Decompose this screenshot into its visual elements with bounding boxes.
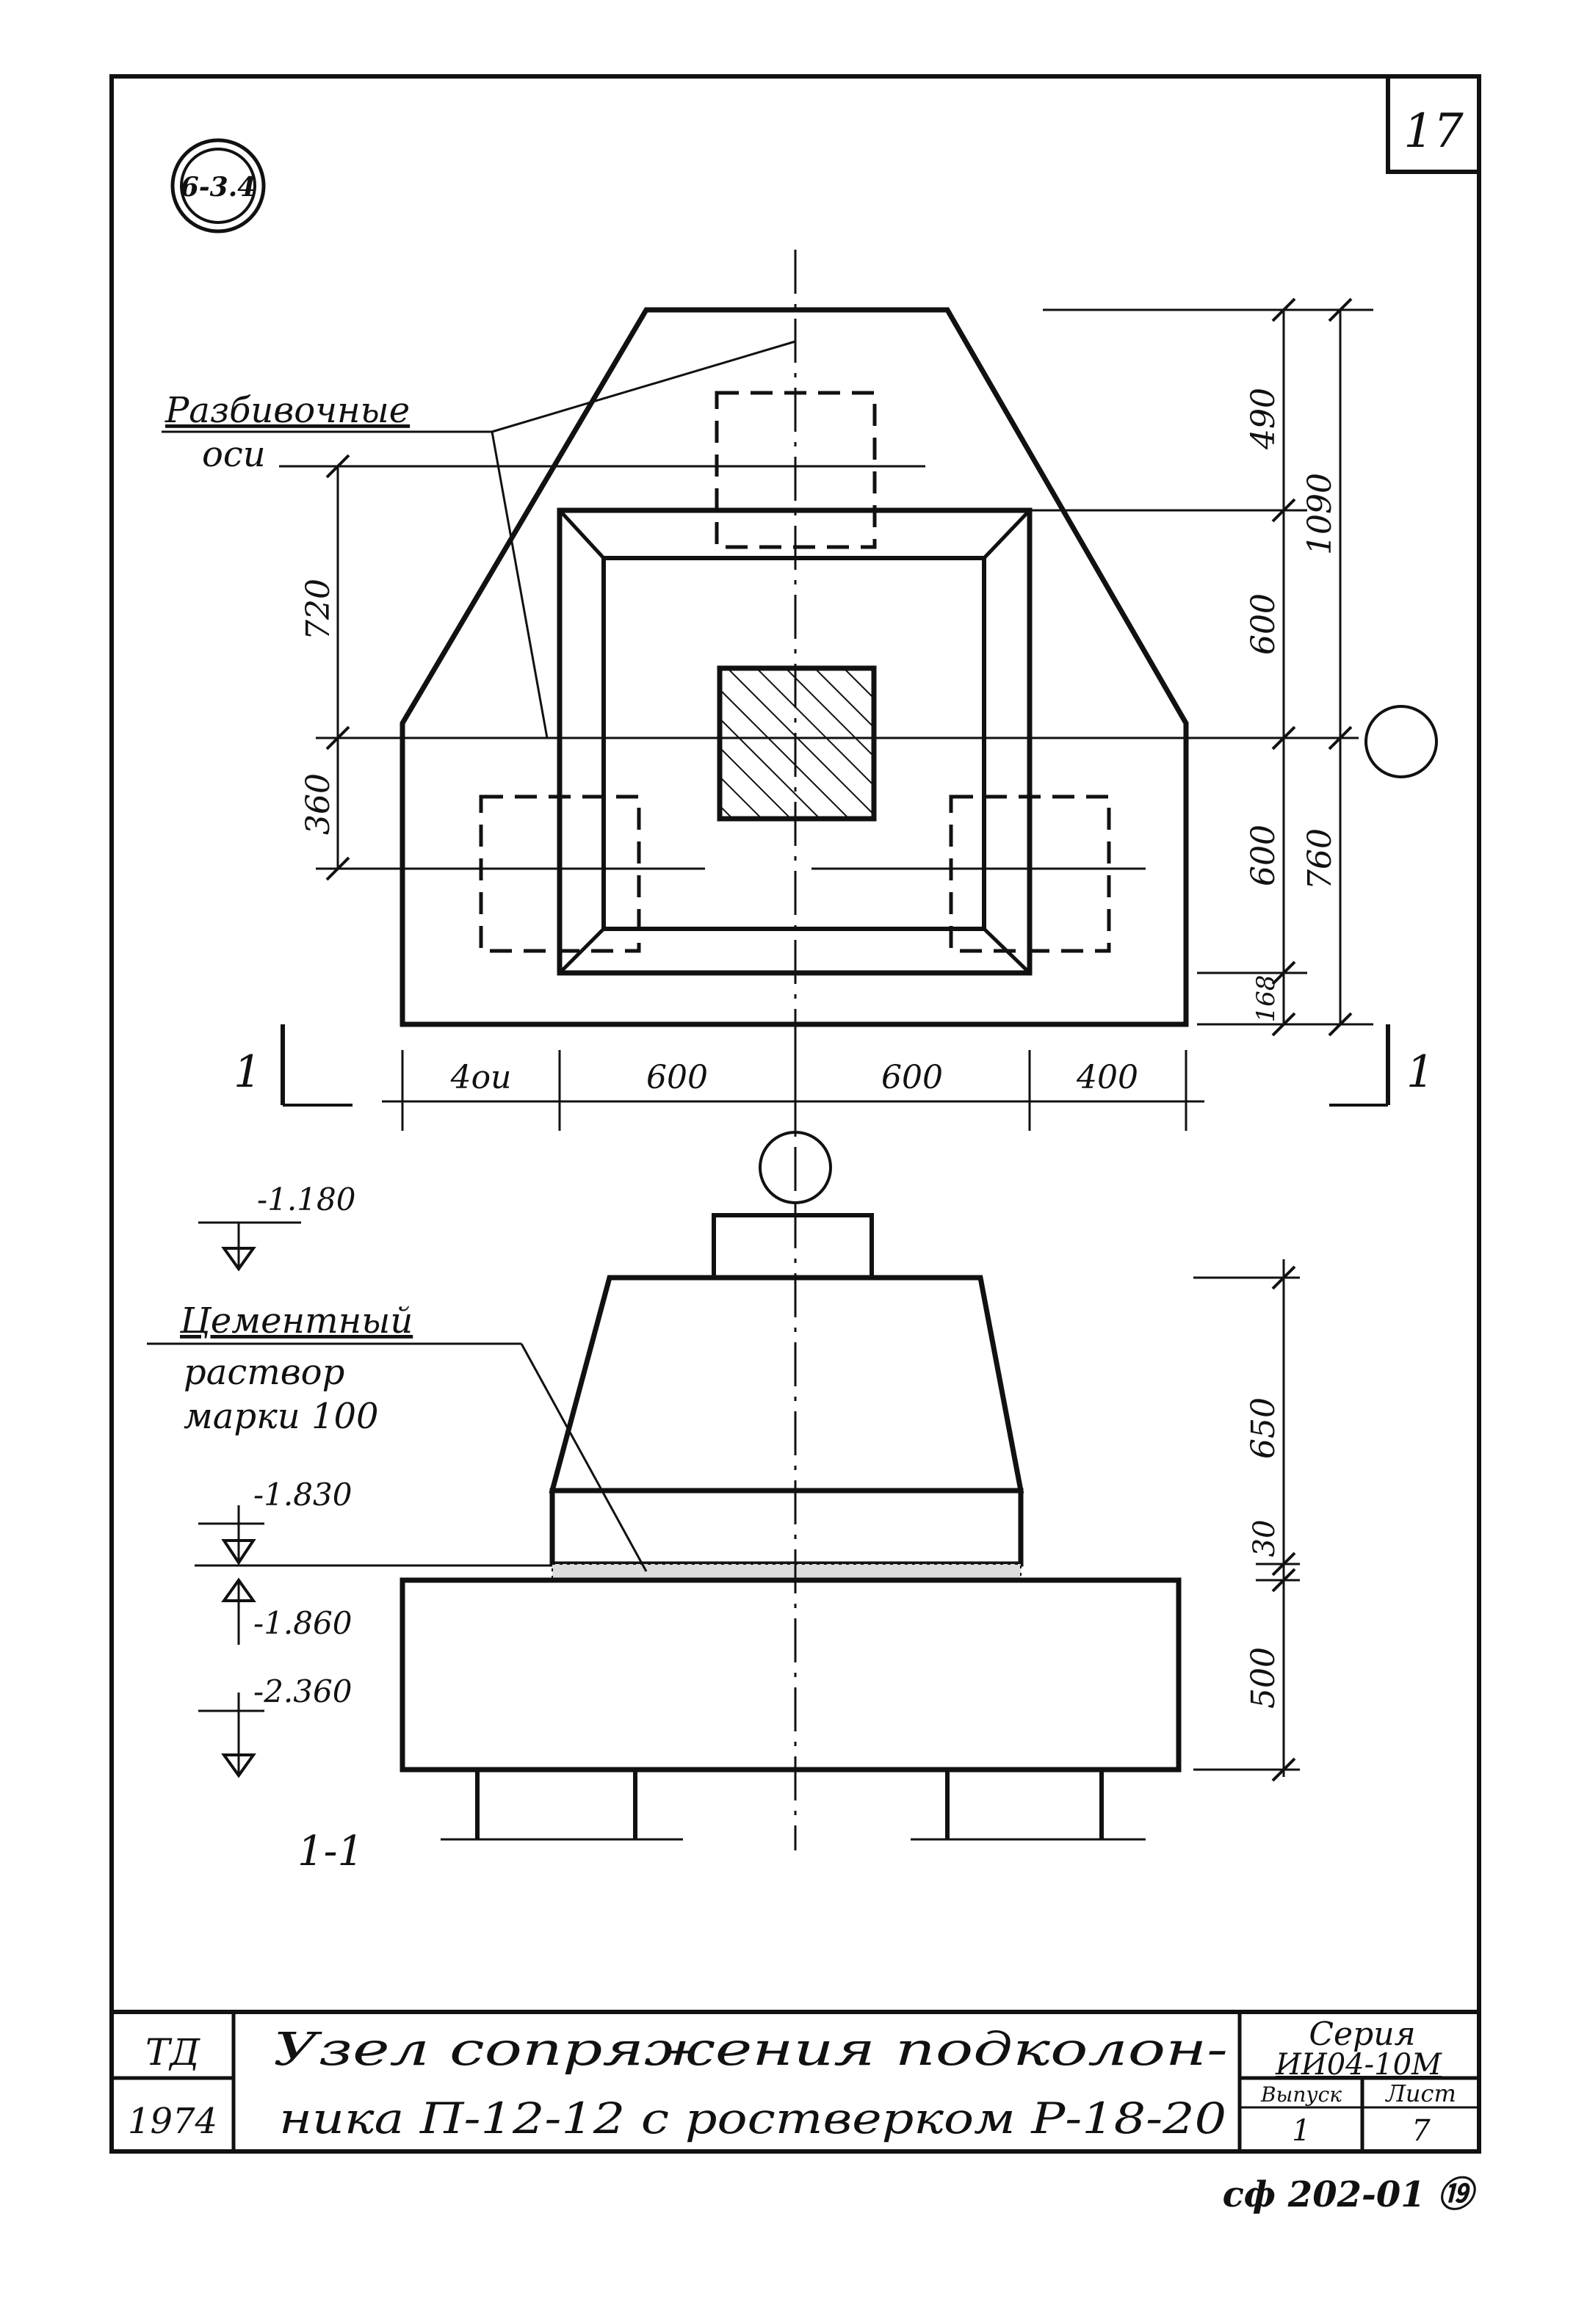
section-mark-right: 1	[1329, 1024, 1434, 1107]
section-label: 1-1	[297, 1828, 364, 1875]
series-value: ИИ04-10М	[1275, 2048, 1442, 2082]
callout-mortar-line2: раствор	[184, 1352, 344, 1393]
dim-section-500: 500	[1245, 1647, 1282, 1709]
dim-right-168: 168	[1251, 975, 1281, 1023]
dim-right-490: 490	[1245, 388, 1282, 450]
sheet-number-box: 17	[1386, 74, 1481, 174]
level-1860-label: -1.860	[253, 1605, 352, 1641]
column-stub	[712, 1213, 874, 1280]
pile-right-section	[945, 1770, 1104, 1839]
callout-mortar: Цементный раствор марки 100	[147, 1300, 648, 1572]
dims-left: 720 360	[300, 454, 350, 881]
dim-right-600-bottom: 600	[1245, 825, 1282, 886]
pile-cap-section	[400, 1577, 1182, 1773]
sheet-label: Лист	[1384, 2079, 1456, 2107]
mortar-layer	[552, 1563, 1022, 1581]
pedestal-trapezoid	[549, 1275, 1024, 1494]
series-label: Серия	[1309, 2016, 1415, 2053]
pile-right	[949, 794, 1111, 953]
callout-mortar-line1: Цементный	[179, 1300, 413, 1342]
sheet-frame	[109, 74, 1481, 2154]
level-2360-label: -2.360	[253, 1673, 352, 1709]
level-1830-label: -1.830	[253, 1477, 352, 1513]
section-mark-left: 1	[234, 1024, 353, 1107]
section-dims-right: 650 30 500	[1193, 1259, 1300, 1782]
axis-marker-right	[1364, 705, 1438, 778]
pile-cap-outline	[400, 307, 1189, 1027]
dim-left-720: 720	[300, 579, 337, 640]
section-view: -1.180 -1.830 -1.860 -2.360 Цементный ра…	[147, 1181, 1300, 1875]
title-year: 1974	[128, 2101, 217, 2142]
dim-section-30: 30	[1248, 1520, 1281, 1557]
plan-view: Разбивочные оси 720 360	[162, 250, 1438, 1204]
dim-section-650: 650	[1245, 1397, 1282, 1459]
stamp-circle: 6-3.4	[170, 138, 266, 234]
title-org: ТД	[145, 2031, 200, 2074]
dim-right-600-top: 600	[1245, 593, 1282, 655]
bottom-code: сф 202-01 ⑲	[1223, 2174, 1478, 2215]
dims-right: 490 600 600 168 1090 760	[1013, 297, 1373, 1037]
issue-value: 1	[1292, 2114, 1310, 2148]
sheet-value: 7	[1411, 2114, 1431, 2148]
pile-left-section	[475, 1770, 637, 1839]
drawing-title-line1: Узел сопряжения подколон-	[273, 2022, 1228, 2076]
dim-bottom-400-left: 4ou	[450, 1059, 512, 1096]
level-1180: -1.180	[198, 1181, 355, 1272]
dim-right-1090: 1090	[1301, 473, 1339, 555]
level-1830: -1.830	[198, 1477, 352, 1565]
level-1180-label: -1.180	[257, 1181, 355, 1217]
dim-left-360: 360	[300, 773, 337, 835]
dim-bottom-600-right: 600	[881, 1059, 943, 1096]
column-socket-inner	[601, 556, 986, 931]
dims-bottom: 4ou 600 600 400	[382, 1050, 1204, 1131]
callout-axes-line2: оси	[202, 434, 266, 475]
dim-right-760: 760	[1301, 828, 1339, 890]
pile-left	[479, 794, 641, 953]
level-2360: -2.360	[198, 1673, 352, 1778]
level-1860: -1.860	[221, 1577, 352, 1645]
callout-axes-line1: Разбивочные	[165, 390, 410, 431]
section-mark-right-label: 1	[1406, 1046, 1434, 1098]
column-section-hatched	[717, 665, 877, 822]
stamp-label: 6-3.4	[181, 172, 256, 203]
dim-bottom-600-left: 600	[646, 1059, 708, 1096]
dim-bottom-400-right: 400	[1076, 1059, 1138, 1096]
callout-setting-out-axes: Разбивочные оси	[162, 340, 796, 739]
section-mark-left-label: 1	[234, 1046, 261, 1098]
axis-marker-bottom	[759, 1131, 832, 1204]
title-block: ТД 1974 Узел сопряжения подколон- ника П…	[112, 2010, 1479, 2151]
callout-mortar-line3: марки 100	[184, 1396, 379, 1437]
drawing-title-line2: ника П-12-12 с ростверком Р-18-20	[279, 2093, 1226, 2143]
issue-label: Выпуск	[1260, 2082, 1342, 2107]
sheet-number: 17	[1403, 104, 1464, 159]
